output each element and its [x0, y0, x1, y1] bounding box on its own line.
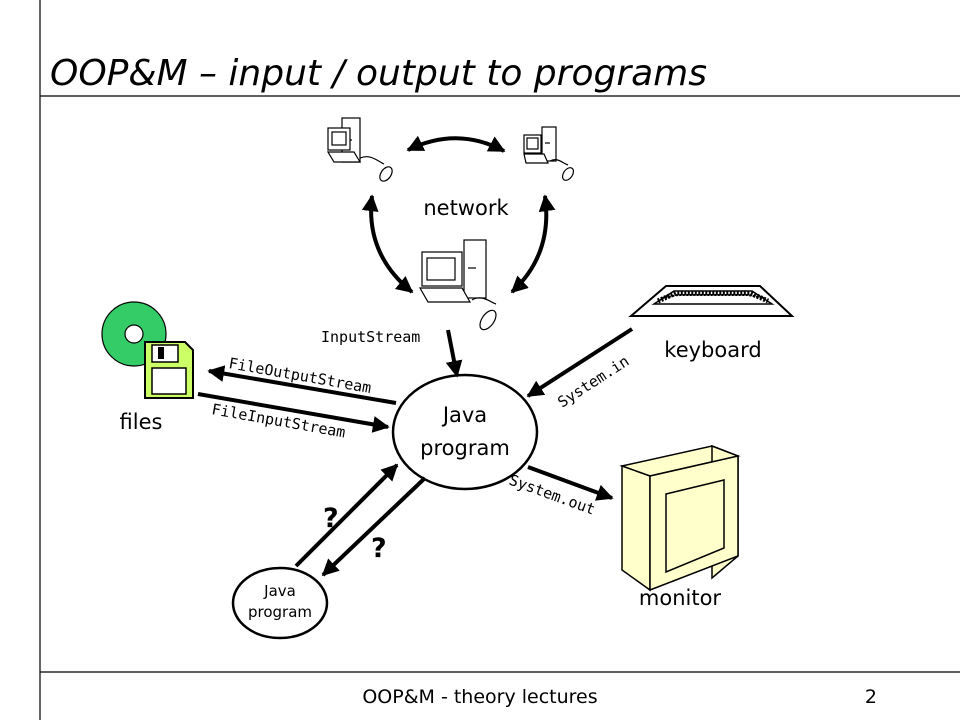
- computer-icon: [418, 239, 497, 331]
- main-java-program: Java program: [391, 373, 539, 491]
- input-stream-arrow: [445, 329, 463, 378]
- network-arrow-right: [510, 194, 556, 294]
- floppy-icon: [144, 341, 194, 399]
- files-label: files: [120, 410, 163, 434]
- other-java-program: Java program: [231, 566, 329, 640]
- computer-icon: [326, 117, 393, 182]
- network-label: network: [423, 196, 509, 220]
- input-stream-label: InputStream: [321, 328, 420, 346]
- question-mark-down: ?: [371, 533, 387, 564]
- other-program-line2: program: [248, 603, 312, 621]
- monitor-icon: [619, 444, 741, 592]
- network-arrow-top: [406, 135, 506, 153]
- other-program-line1: Java: [263, 582, 296, 600]
- main-program-line1: Java: [441, 403, 487, 427]
- system-in-arrow: [526, 327, 634, 398]
- keyboard-icon: [628, 285, 795, 317]
- file-input-stream-arrow: [197, 392, 390, 433]
- keyboard-label: keyboard: [664, 338, 761, 362]
- slide-title: OOP&M – input / output to programs: [50, 53, 707, 94]
- monitor-label: monitor: [639, 586, 722, 610]
- program-to-program-arrow-down: [321, 476, 427, 577]
- file-output-stream-arrow: [207, 365, 397, 405]
- file-output-stream-label: FileOutputStream: [227, 354, 372, 397]
- page-number: 2: [865, 686, 877, 708]
- network-arrow-left: [361, 194, 414, 294]
- computer-icon: [523, 126, 575, 181]
- footer-text: OOP&M - theory lectures: [362, 686, 597, 708]
- question-mark-up: ?: [323, 503, 339, 534]
- system-out-arrow: [527, 465, 614, 501]
- program-to-program-arrow-up: [294, 463, 399, 568]
- main-program-line2: program: [420, 436, 510, 460]
- system-in-label: System.in: [554, 352, 632, 411]
